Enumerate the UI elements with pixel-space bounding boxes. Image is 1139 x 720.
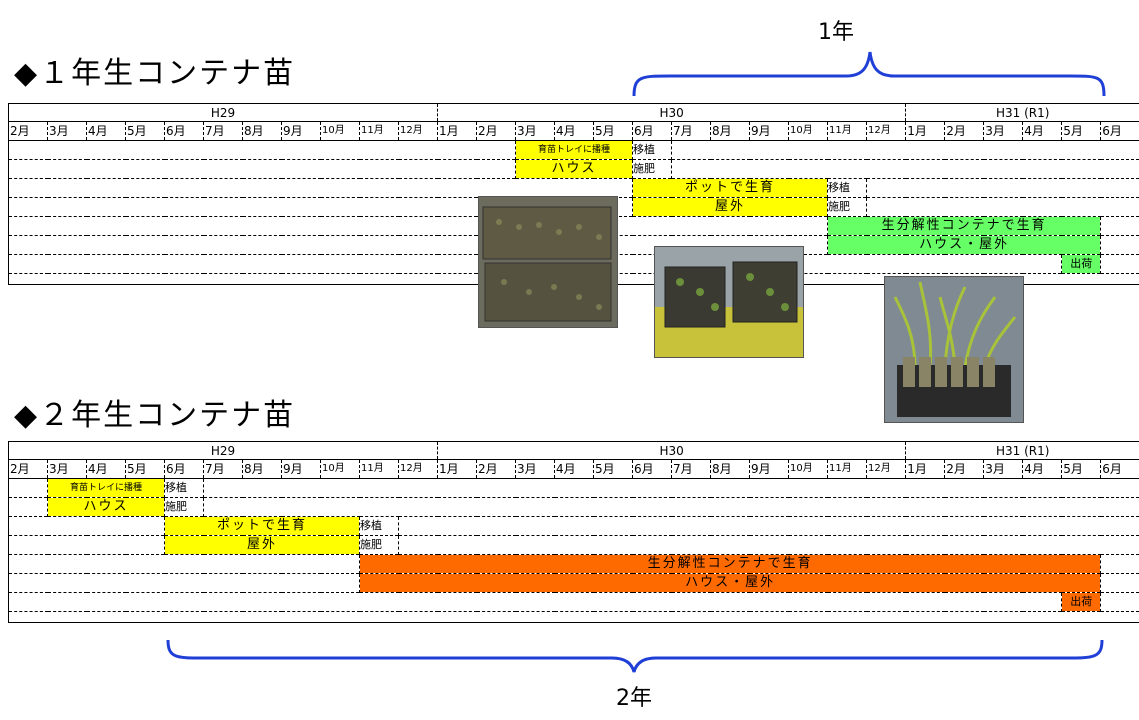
outdoor-bar: 屋外 bbox=[164, 535, 360, 555]
month-header: 9月 bbox=[281, 121, 321, 141]
fertilize-label: 施肥 bbox=[827, 197, 867, 217]
transplant-label: 移植 bbox=[164, 478, 204, 498]
era-label: H29 bbox=[7, 441, 438, 460]
transplant-label: 移植 bbox=[632, 140, 672, 160]
ship-bar: 出荷 bbox=[1061, 254, 1101, 274]
month-header: 4月 bbox=[1022, 121, 1062, 141]
month-header: 10月 bbox=[788, 121, 828, 141]
month-header: 5月 bbox=[1061, 121, 1101, 141]
month-header: 1月 bbox=[905, 459, 945, 479]
month-header: 5月 bbox=[593, 459, 633, 479]
era-label: H31 (R1) bbox=[905, 103, 1139, 122]
month-header: 3月 bbox=[983, 459, 1023, 479]
seeding-bar: 育苗トレイに播種 bbox=[47, 478, 165, 498]
month-header: 5月 bbox=[1061, 459, 1101, 479]
ship-bar: 出荷 bbox=[1061, 592, 1101, 612]
pot-growth-bar: ポットで生育 bbox=[632, 178, 828, 198]
section2-title: ◆２年生コンテナ苗 bbox=[14, 398, 296, 433]
outdoor-bar: 屋外 bbox=[632, 197, 828, 217]
pot-seedlings-photo bbox=[654, 246, 804, 358]
container-growth-bar: 生分解性コンテナで生育 bbox=[827, 216, 1101, 236]
month-header: 6月 bbox=[632, 459, 672, 479]
month-header: 2月 bbox=[476, 459, 516, 479]
section1-brace-label: 1年 bbox=[818, 20, 854, 45]
era-label: H30 bbox=[437, 103, 906, 122]
month-header: 11月 bbox=[359, 459, 399, 479]
month-header: 7月 bbox=[203, 459, 243, 479]
fertilize-label: 施肥 bbox=[632, 159, 672, 179]
month-header: 8月 bbox=[710, 459, 750, 479]
section2-brace-label: 2年 bbox=[616, 686, 652, 711]
pot-growth-bar: ポットで生育 bbox=[164, 516, 360, 536]
month-header: 3月 bbox=[515, 121, 555, 141]
house-outdoor-bar: ハウス・屋外 bbox=[358, 573, 1101, 593]
month-header: 9月 bbox=[281, 459, 321, 479]
section2-brace bbox=[166, 639, 1104, 673]
month-header: 6月 bbox=[1100, 121, 1139, 141]
month-header: 8月 bbox=[242, 459, 282, 479]
month-header: 4月 bbox=[1022, 459, 1062, 479]
month-header: 3月 bbox=[983, 121, 1023, 141]
month-header: 4月 bbox=[554, 459, 594, 479]
month-header: 6月 bbox=[632, 121, 672, 141]
month-header: 1月 bbox=[905, 121, 945, 141]
house-bar: ハウス bbox=[515, 159, 633, 179]
month-header: 2月 bbox=[944, 459, 984, 479]
era-label: H31 (R1) bbox=[905, 441, 1139, 460]
month-header: 10月 bbox=[320, 121, 360, 141]
month-header: 5月 bbox=[125, 459, 165, 479]
month-header: 9月 bbox=[749, 121, 789, 141]
container-seedlings-photo bbox=[884, 276, 1024, 423]
month-header: 7月 bbox=[203, 121, 243, 141]
month-header: 8月 bbox=[710, 121, 750, 141]
month-header: 2月 bbox=[944, 121, 984, 141]
month-header: 8月 bbox=[242, 121, 282, 141]
fertilize-label: 施肥 bbox=[164, 497, 204, 517]
month-header: 1月 bbox=[437, 121, 477, 141]
month-header: 1月 bbox=[437, 459, 477, 479]
month-header: 3月 bbox=[47, 121, 87, 141]
month-header: 11月 bbox=[827, 121, 867, 141]
month-header: 3月 bbox=[47, 459, 87, 479]
month-header: 12月 bbox=[397, 121, 438, 141]
era-label: H30 bbox=[437, 441, 906, 460]
month-header: 3月 bbox=[515, 459, 555, 479]
month-header: 4月 bbox=[86, 121, 126, 141]
month-header: 7月 bbox=[671, 121, 711, 141]
month-header: 2月 bbox=[8, 121, 48, 141]
month-header: 11月 bbox=[359, 121, 399, 141]
month-header: 12月 bbox=[866, 459, 906, 479]
fertilize-label: 施肥 bbox=[359, 535, 399, 555]
month-header: 12月 bbox=[866, 121, 906, 141]
era-label: H29 bbox=[7, 103, 438, 122]
month-header: 11月 bbox=[827, 459, 867, 479]
transplant-label: 移植 bbox=[359, 516, 399, 536]
month-header: 9月 bbox=[749, 459, 789, 479]
month-header: 10月 bbox=[320, 459, 360, 479]
seeding-bar: 育苗トレイに播種 bbox=[515, 140, 633, 160]
transplant-label: 移植 bbox=[827, 178, 867, 198]
month-header: 6月 bbox=[164, 459, 204, 479]
month-header: 2月 bbox=[8, 459, 48, 479]
house-outdoor-bar: ハウス・屋外 bbox=[827, 235, 1101, 255]
month-header: 4月 bbox=[86, 459, 126, 479]
month-header: 6月 bbox=[1100, 459, 1139, 479]
house-bar: ハウス bbox=[47, 497, 165, 517]
month-header: 7月 bbox=[671, 459, 711, 479]
month-header: 2月 bbox=[476, 121, 516, 141]
seedling-tray-photo bbox=[478, 196, 618, 328]
section1-brace bbox=[632, 51, 1106, 97]
section1-title: ◆１年生コンテナ苗 bbox=[14, 56, 296, 91]
container-growth-bar: 生分解性コンテナで生育 bbox=[358, 554, 1101, 574]
month-header: 5月 bbox=[593, 121, 633, 141]
month-header: 6月 bbox=[164, 121, 204, 141]
month-header: 12月 bbox=[397, 459, 438, 479]
month-header: 5月 bbox=[125, 121, 165, 141]
month-header: 4月 bbox=[554, 121, 594, 141]
month-header: 10月 bbox=[788, 459, 828, 479]
